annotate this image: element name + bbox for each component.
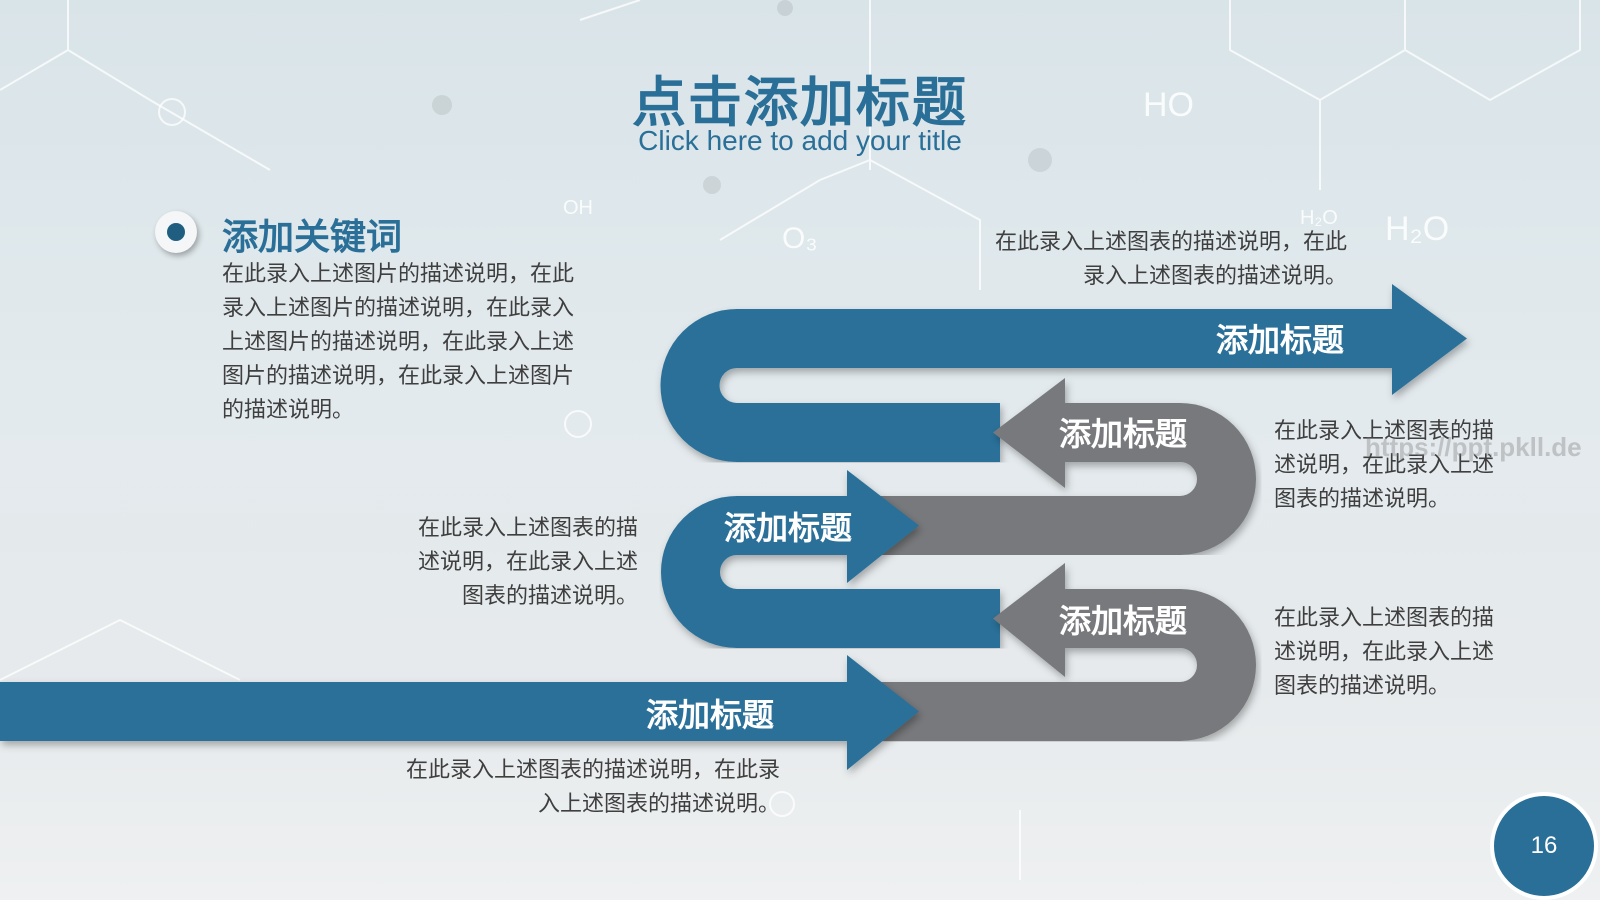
- arrow-4-description: 在此录入上述图表的描 述说明，在此录入上述 图表的描述说明。: [1274, 602, 1494, 704]
- deco-label: O₃: [782, 222, 818, 255]
- text-line: 入上述图表的描述说明。: [537, 792, 780, 817]
- arrow-label: 添加标题: [1058, 602, 1188, 640]
- text-line: 上述图片的描述说明，在此录入上述: [222, 330, 575, 355]
- text-line: 在此录入上述图片的描述说明，在此: [222, 262, 575, 287]
- arrow-3-blue: [661, 470, 1000, 648]
- text-line: 的描述说明。: [222, 398, 355, 423]
- text-line: 录入上述图表的描述说明。: [1082, 264, 1347, 289]
- text-line: 图表的描述说明。: [1274, 487, 1451, 512]
- text-line: 在此录入上述图表的描: [417, 516, 638, 541]
- text-line: 录入上述图片的描述说明，在此录入: [222, 296, 575, 321]
- text-line: 在此录入上述图表的描: [1274, 606, 1495, 631]
- text-line: 在此录入上述图表的描述说明，在此: [994, 230, 1347, 255]
- keyword-heading: 添加关键词: [222, 217, 403, 258]
- radio-dot-icon: [155, 211, 197, 253]
- text-line: 述说明，在此录入上述: [417, 550, 638, 575]
- arrow-3-description: 在此录入上述图表的描 述说明，在此录入上述 图表的描述说明。: [380, 512, 638, 614]
- arrow-1-blue: [660, 284, 1467, 462]
- text-line: 图片的描述说明，在此录入上述图片: [222, 364, 575, 389]
- arrow-label: 添加标题: [723, 509, 853, 547]
- deco-label: H₂O: [1385, 210, 1450, 248]
- deco-label: H₂O: [1300, 207, 1338, 229]
- text-line: 在此录入上述图表的描述说明，在此录: [405, 758, 780, 783]
- text-line: 图表的描述说明。: [1274, 674, 1451, 699]
- arrow-label: 添加标题: [1215, 321, 1345, 359]
- page-title: 点击添加标题: [632, 71, 968, 134]
- text-line: 图表的描述说明。: [461, 584, 638, 609]
- page-subtitle: Click here to add your title: [638, 125, 962, 156]
- keyword-description: 在此录入上述图片的描述说明，在此 录入上述图片的描述说明，在此录入 上述图片的描…: [222, 258, 612, 428]
- deco-label: HO: [1143, 86, 1194, 124]
- page-number-badge: 16: [1490, 792, 1598, 900]
- arrow-2-description: 在此录入上述图表的描 述说明，在此录入上述 图表的描述说明。: [1274, 415, 1494, 517]
- arrow-5-blue: [0, 655, 919, 770]
- arrow-label: 添加标题: [1058, 415, 1188, 453]
- deco-label: OH: [563, 197, 593, 219]
- arrow-4-gray: [880, 563, 1256, 741]
- arrow-2-gray: [880, 378, 1256, 555]
- text-line: 在此录入上述图表的描: [1274, 419, 1495, 444]
- arrow-5-description: 在此录入上述图表的描述说明，在此录 入上述图表的描述说明。: [360, 754, 780, 822]
- text-line: 述说明，在此录入上述: [1274, 640, 1495, 665]
- arrow-1-description: 在此录入上述图表的描述说明，在此 录入上述图表的描述说明。: [900, 226, 1347, 294]
- watermark: https://ppt.pkll.de: [1365, 432, 1582, 462]
- arrow-label: 添加标题: [645, 696, 775, 734]
- text-line: 述说明，在此录入上述: [1274, 453, 1495, 478]
